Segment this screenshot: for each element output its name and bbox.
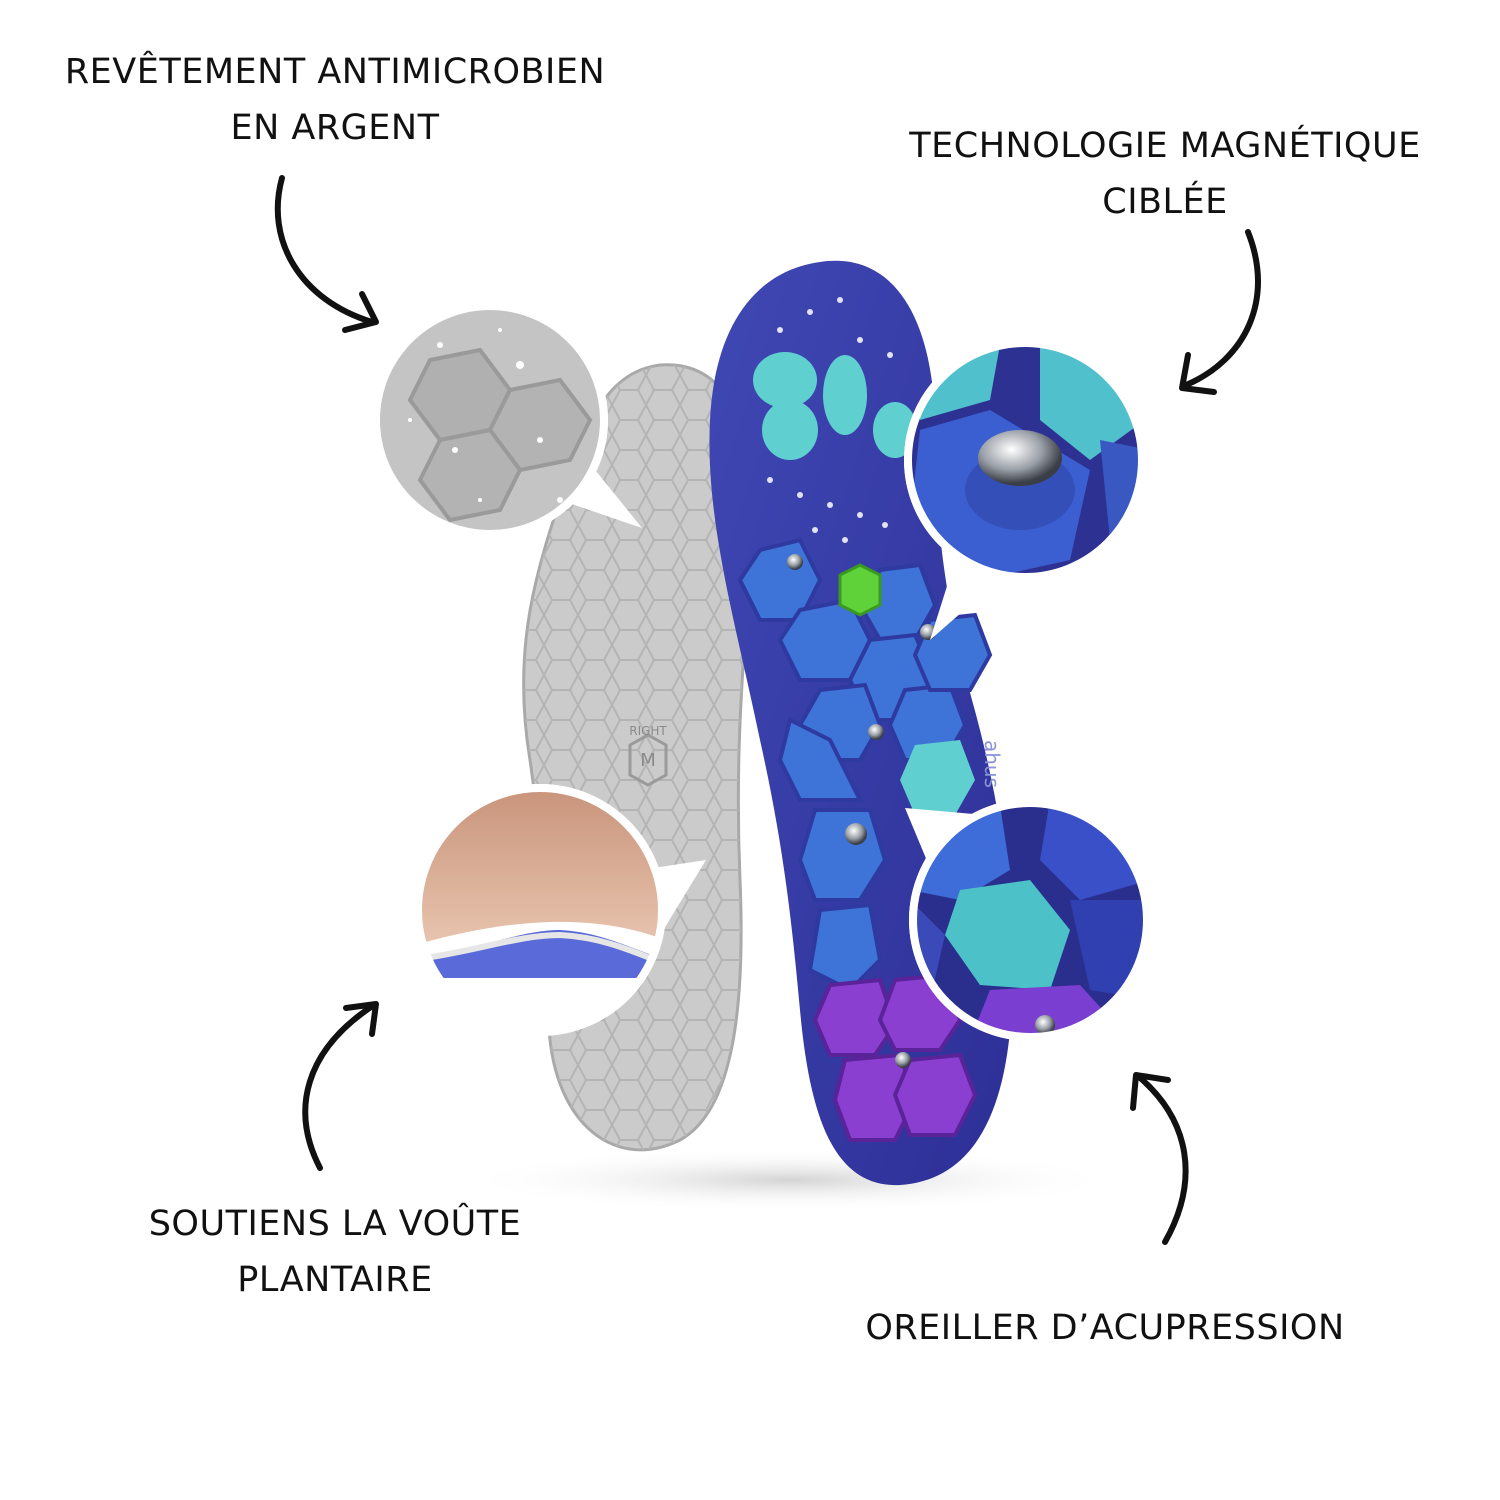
arrow-top-left [274,175,379,333]
callout-line: TECHNOLOGIE MAGNÉTIQUE [909,126,1421,166]
toe-pads [753,352,917,460]
callout-arch-support: SOUTIENS LA VOÛTE PLANTAIRE [120,1196,550,1308]
green-center-pad [838,563,882,617]
zoom-circle-acupressure [905,799,1151,1041]
ventilation-holes [767,297,893,543]
side-marking: RIGHT [629,724,667,738]
purple-heel-pads [812,972,978,1142]
callout-magnetic-technology: TECHNOLOGIE MAGNÉTIQUE CIBLÉE [880,118,1450,230]
zoom-circle-arch-support [414,784,706,1036]
zoom-circle-silver-coating [372,302,642,538]
callout-line: OREILLER D’ACUPRESSION [865,1308,1345,1348]
callout-acupressure-pillow: OREILLER D’ACUPRESSION [840,1300,1370,1356]
callout-line: PLANTAIRE [237,1260,433,1300]
callout-line: REVÊTEMENT ANTIMICROBIEN [64,52,606,92]
callout-line: CIBLÉE [1102,182,1228,222]
callout-line: EN ARGENT [230,108,440,148]
size-marking: M [640,750,656,771]
brand-marking: ahus [980,740,1004,788]
arrow-bottom-left [302,1001,379,1171]
callout-arrows [274,175,1261,1245]
arrow-bottom-right [1130,1072,1189,1245]
ground-shadow [460,1148,1120,1212]
callout-line: SOUTIENS LA VOÛTE [148,1204,522,1244]
arrow-top-right [1179,229,1261,395]
callout-antimicrobial-coating: REVÊTEMENT ANTIMICROBIEN EN ARGENT [30,44,640,156]
